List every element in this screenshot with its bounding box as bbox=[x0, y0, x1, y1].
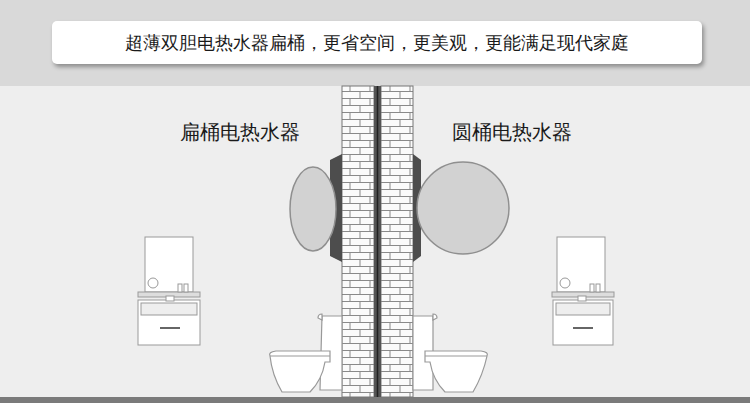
washbasin-right bbox=[552, 237, 614, 345]
toilet-left bbox=[270, 314, 342, 392]
title-text: 超薄双胆电热水器扁桶，更省空间，更美观，更能满足现代家庭 bbox=[125, 31, 629, 55]
flat-water-heater bbox=[290, 154, 342, 262]
floor-strip bbox=[0, 397, 750, 403]
heater-label: 圆桶电热水器 bbox=[452, 119, 572, 146]
heater-label: 扁桶电热水器 bbox=[180, 119, 300, 146]
brick-wall bbox=[342, 86, 413, 397]
toilet-right bbox=[413, 314, 487, 392]
washbasin-left bbox=[138, 237, 200, 345]
room-ground bbox=[0, 86, 750, 397]
top-band bbox=[0, 0, 750, 86]
title-box: 超薄双胆电热水器扁桶，更省空间，更美观，更能满足现代家庭 bbox=[52, 21, 702, 64]
round-water-heater bbox=[413, 154, 509, 262]
